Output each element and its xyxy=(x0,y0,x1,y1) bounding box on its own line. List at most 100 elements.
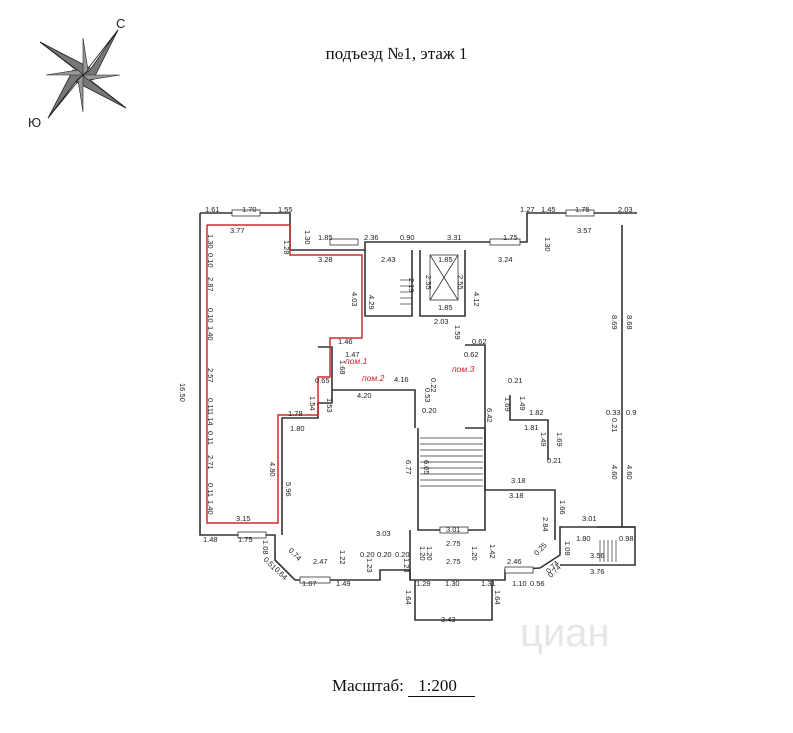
dim-label: 1.22 xyxy=(338,550,347,565)
dim-label: 0.98 xyxy=(619,534,634,543)
dim-label: 1.23 xyxy=(365,558,374,573)
dim-label: 0.65 xyxy=(315,376,330,385)
dim-label: 4.03 xyxy=(350,292,359,307)
dim-label: 0.9 xyxy=(626,408,636,417)
dim-label: 1.30 xyxy=(445,579,460,588)
dim-label: 1.85 xyxy=(438,255,453,264)
dim-label: 3.57 xyxy=(577,226,592,235)
dim-label: 3.77 xyxy=(230,226,245,235)
dim-label: 1.47 xyxy=(345,350,360,359)
dim-label: 0.10 xyxy=(206,253,215,268)
windows xyxy=(231,209,595,584)
dim-label: 4.16 xyxy=(394,375,409,384)
compass-south-label: Ю xyxy=(28,115,41,130)
dim-label: 3.76 xyxy=(590,567,605,576)
dim-label: 2.36 xyxy=(364,233,379,242)
dim-label: 1.29 xyxy=(416,579,431,588)
dim-label: 1.55 xyxy=(278,205,293,214)
dim-label: 1.30 xyxy=(543,237,552,252)
dim-label: 0.33 xyxy=(606,408,621,417)
dim-label: 1.49 xyxy=(518,396,527,411)
dim-label: 1.68 xyxy=(338,360,347,375)
dim-label: 1.69 xyxy=(503,397,512,412)
dim-label: 2.87 xyxy=(206,277,215,292)
dim-label: 0.20 xyxy=(422,406,437,415)
dim-label: 6.42 xyxy=(485,408,494,423)
dim-label: 6.77 xyxy=(404,460,413,475)
dim-label: 1.61 xyxy=(205,205,220,214)
dim-label: 3.03 xyxy=(376,529,391,538)
dim-label: 2.57 xyxy=(206,368,215,383)
dim-label: 1.80 xyxy=(290,424,305,433)
dim-label: 0.56 xyxy=(530,579,545,588)
dim-label: 0.20 xyxy=(377,550,392,559)
dim-label: 0.11 xyxy=(206,431,215,445)
dim-label: 1.28 xyxy=(282,240,291,255)
dim-label: 1.66 xyxy=(558,500,567,515)
dim-label: 1.85 xyxy=(318,233,333,242)
room-1-outline xyxy=(206,224,363,524)
dim-label: 16.50 xyxy=(178,383,187,402)
room-label-2: пом.2 xyxy=(362,373,385,383)
dim-label: 0.25 xyxy=(532,541,549,558)
dim-label: 2.84 xyxy=(541,517,550,532)
dim-label: 2.43 xyxy=(381,255,396,264)
dim-label: 1.49 xyxy=(336,579,351,588)
dim-label: 4.29 xyxy=(367,295,376,310)
dim-label: 1.59 xyxy=(453,325,462,340)
stair-hatch xyxy=(400,279,617,562)
dim-label: 1.69 xyxy=(555,432,564,447)
dim-label: 1.78 xyxy=(288,409,303,418)
compass-north-label: С xyxy=(116,16,125,31)
dim-label: 3.18 xyxy=(511,476,526,485)
dim-label: 1.40 xyxy=(206,500,215,515)
dim-label: 5.96 xyxy=(284,482,293,497)
dim-label: 0.21 xyxy=(508,376,523,385)
dim-label: 1.54 xyxy=(308,396,317,411)
dim-label: 1.27 xyxy=(520,205,535,214)
dim-label: 8.69 xyxy=(610,315,619,330)
dim-label: 4.60 xyxy=(610,465,619,480)
dim-label: 2.46 xyxy=(507,557,522,566)
watermark: циан xyxy=(520,611,610,655)
dim-label: 6.05 xyxy=(422,460,431,475)
dim-label: 2.55 xyxy=(424,275,433,290)
dim-label: 1.08 xyxy=(563,541,572,556)
scale-indicator: Масштаб: 1:200 xyxy=(332,676,475,697)
elevator-shaft xyxy=(429,254,459,301)
dim-label: 1.64 xyxy=(404,590,413,605)
dim-label: 2.03 xyxy=(434,317,449,326)
dim-label: 4.20 xyxy=(357,391,372,400)
dim-label: 4.12 xyxy=(472,292,481,307)
dim-label: 0.10 xyxy=(206,308,215,323)
dim-label: 3.01 xyxy=(582,514,597,523)
dim-label: 1.20 xyxy=(418,546,427,561)
dim-label: 2.19 xyxy=(407,278,416,293)
room-label-3: пом.3 xyxy=(452,364,475,374)
dim-label: 1.67 xyxy=(302,579,317,588)
scale-label: Масштаб: xyxy=(332,676,404,695)
dim-label: 0.11 xyxy=(206,398,215,412)
dim-label: 3.56 xyxy=(590,551,605,560)
dim-label: 1.30 xyxy=(206,234,215,249)
dim-label: 1.48 xyxy=(203,535,218,544)
dim-label: 1.75 xyxy=(238,535,253,544)
dim-label: 1.64 xyxy=(493,590,502,605)
dim-label: 3.43 xyxy=(441,615,456,624)
dim-label: 2.75 xyxy=(446,557,461,566)
dim-label: 2.75 xyxy=(446,539,461,548)
dim-label: 4.60 xyxy=(625,465,634,480)
room-label-1: пом.1 xyxy=(345,356,368,366)
dim-label: 0.90 xyxy=(400,233,415,242)
dim-label: 0.20 xyxy=(395,550,410,559)
dim-label: 0.64 xyxy=(273,565,290,582)
dim-label: 1.46 xyxy=(338,337,353,346)
dim-label: 3.15 xyxy=(236,514,251,523)
dim-label: 1.30 xyxy=(303,230,312,245)
dim-label: 1.08 xyxy=(261,540,270,555)
dim-label: 0.20 xyxy=(360,550,375,559)
dim-label: 1.40 xyxy=(206,326,215,341)
dim-label: 1.10 xyxy=(512,579,527,588)
dim-label: 8.68 xyxy=(625,315,634,330)
